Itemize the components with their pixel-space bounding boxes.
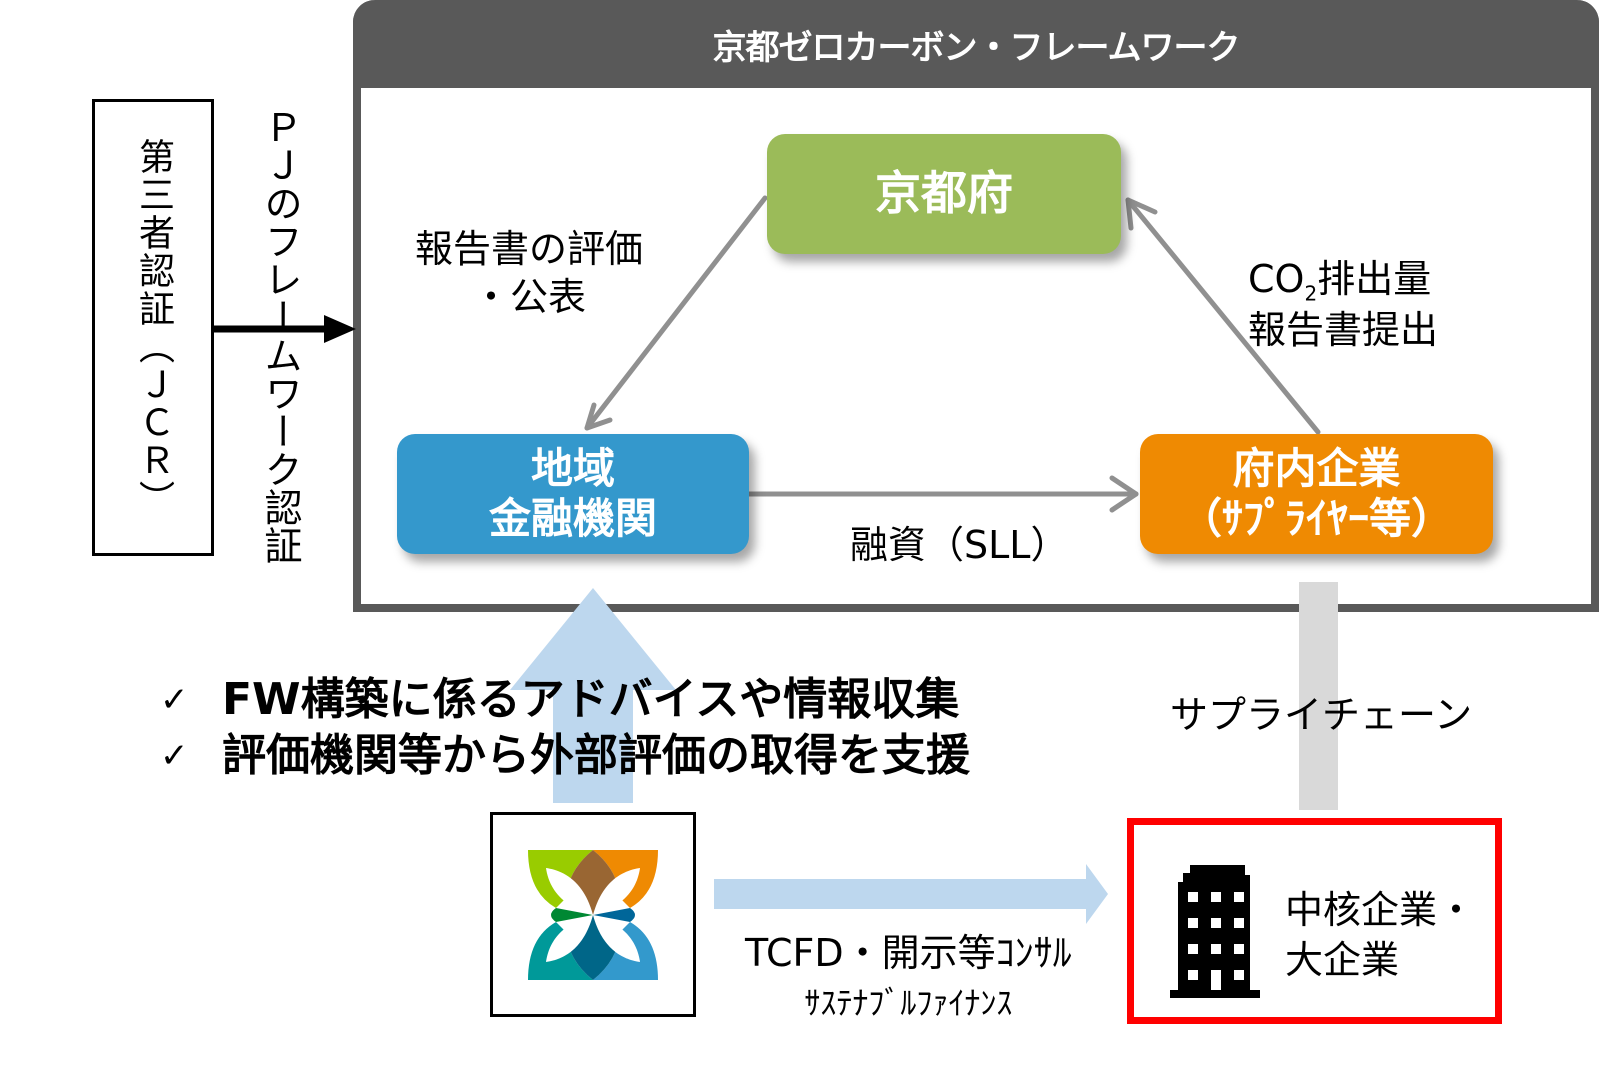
support-checklist: ✓ FW構築に係るアドバイスや情報収集 ✓ 評価機関等から外部評価の取得を支援	[160, 672, 970, 784]
checklist-item: ✓ FW構築に係るアドバイスや情報収集	[160, 672, 970, 728]
co2-suffix: 排出量	[1317, 257, 1432, 301]
prefecture-companies-line2: （ｻﾌﾟﾗｲﾔｰ等）	[1179, 494, 1453, 543]
consultant-logo-box	[490, 812, 696, 1017]
checklist-text: 評価機関等から外部評価の取得を支援	[222, 730, 970, 781]
consulting-line1: TCFD・開示等ｺﾝｻﾙ	[745, 931, 1072, 975]
check-icon: ✓	[160, 680, 189, 720]
supply-chain-label: サプライチェーン	[1170, 693, 1473, 737]
third-party-certification-box: 第三者認証（ＪＣＲ）	[92, 99, 214, 556]
node-regional-bank: 地域 金融機関	[397, 434, 749, 554]
frame-bottom-edge	[1338, 604, 1599, 612]
frame-bottom-edge	[678, 604, 1299, 612]
framework-certification-label: ＰＪのフレームワーク認証	[258, 108, 302, 564]
kyoto-prefecture-label: 京都府	[875, 166, 1013, 221]
co2-report-line2: 報告書提出	[1248, 307, 1439, 352]
co2-report-line1: CO2排出量	[1248, 256, 1438, 307]
large-company-line2: 大企業	[1285, 938, 1400, 982]
financing-label: 融資（SLL）	[850, 523, 1069, 567]
checklist-item: ✓ 評価機関等から外部評価の取得を支援	[160, 728, 970, 784]
node-kyoto-prefecture: 京都府	[767, 134, 1121, 254]
large-company-label: 中核企業・ 大企業	[1285, 885, 1475, 985]
building-icon	[1170, 865, 1260, 998]
large-company-line1: 中核企業・	[1285, 888, 1476, 932]
co2-subscript: 2	[1304, 281, 1318, 306]
jcr-label: 第三者認証（ＪＣＲ）	[133, 137, 174, 518]
flower-logo-icon	[528, 849, 658, 980]
report-evaluation-line1: 報告書の評価	[415, 227, 644, 271]
framework-title-text: 京都ゼロカーボン・フレームワーク	[712, 27, 1241, 68]
consulting-label: TCFD・開示等ｺﾝｻﾙ ｻｽﾃﾅﾌﾞﾙﾌｧｲﾅﾝｽ	[745, 928, 1072, 1028]
report-evaluation-line2: ・公表	[472, 274, 587, 319]
checklist-text: FW構築に係るアドバイスや情報収集	[222, 674, 960, 725]
framework-title: 京都ゼロカーボン・フレームワーク	[353, 0, 1599, 88]
frame-bottom-edge	[353, 604, 508, 612]
report-evaluation-label: 報告書の評価 ・公表	[415, 226, 643, 321]
check-icon: ✓	[160, 736, 189, 776]
co2-report-label: CO2排出量 報告書提出	[1248, 256, 1438, 354]
node-prefecture-companies: 府内企業 （ｻﾌﾟﾗｲﾔｰ等）	[1140, 434, 1493, 554]
supply-chain-connector	[1299, 582, 1338, 810]
co2-prefix: CO	[1248, 257, 1305, 301]
consulting-arrow	[714, 864, 1108, 924]
certification-arrow	[214, 315, 356, 343]
regional-bank-line1: 地域	[530, 443, 615, 493]
regional-bank-line2: 金融機関	[488, 494, 657, 543]
support-up-arrow	[510, 588, 676, 803]
consulting-line2: ｻｽﾃﾅﾌﾞﾙﾌｧｲﾅﾝｽ	[804, 984, 1013, 1022]
prefecture-companies-line1: 府内企業	[1232, 443, 1401, 493]
